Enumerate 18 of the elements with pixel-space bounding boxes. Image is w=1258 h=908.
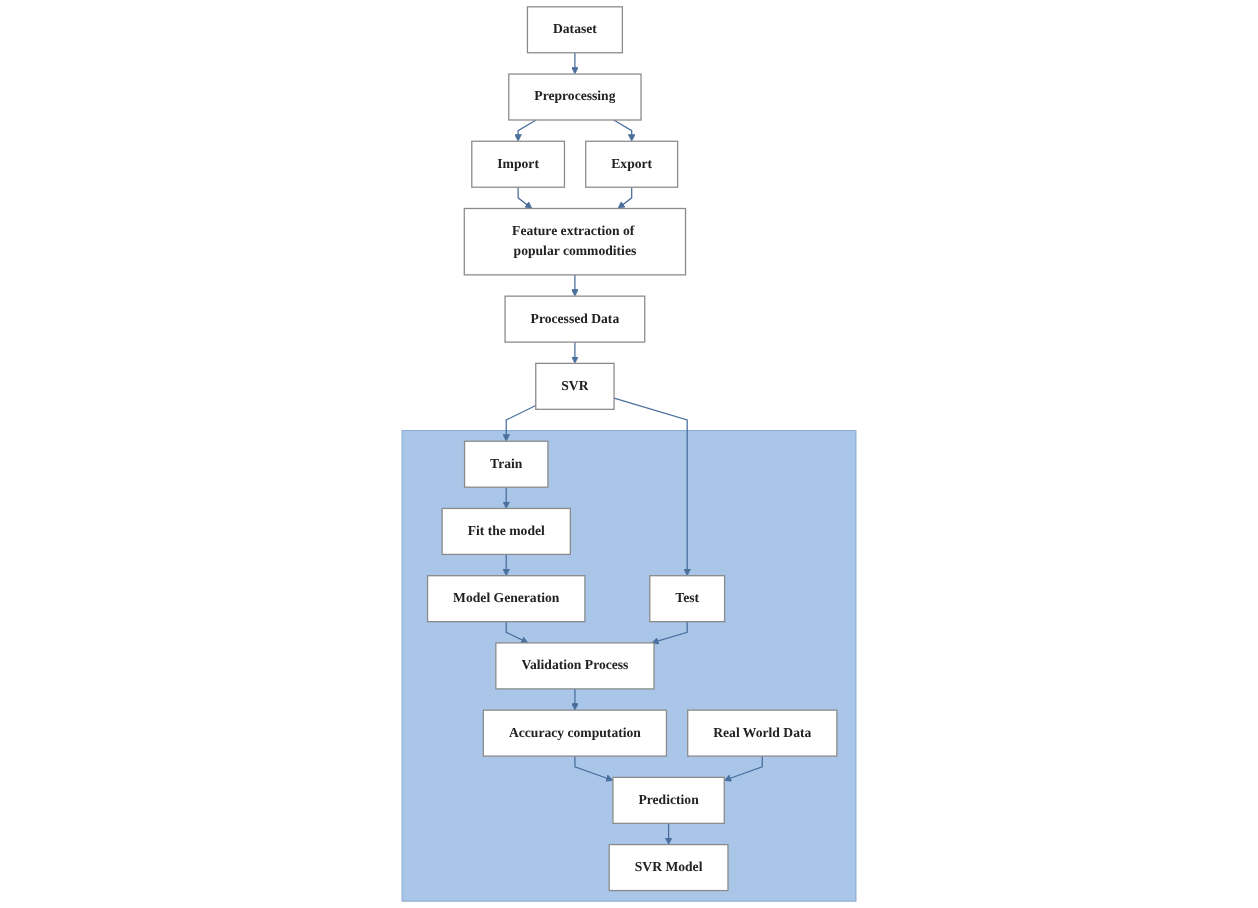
arrow: [613, 397, 691, 577]
arrow: [505, 621, 529, 644]
arrow: [571, 688, 579, 711]
arrow: [574, 755, 614, 782]
arrow: [502, 486, 510, 509]
arrow: [613, 119, 636, 142]
arrow: [517, 186, 533, 209]
arrow: [651, 621, 688, 645]
arrow: [723, 755, 763, 782]
arrow: [571, 52, 579, 75]
arrow: [571, 341, 579, 364]
arrow: [664, 822, 673, 845]
cluster: [401, 430, 857, 902]
arrow: [514, 119, 537, 142]
arrow: [502, 553, 510, 577]
arrow: [571, 274, 579, 297]
arrow: [502, 404, 537, 442]
arrow: [617, 186, 633, 209]
